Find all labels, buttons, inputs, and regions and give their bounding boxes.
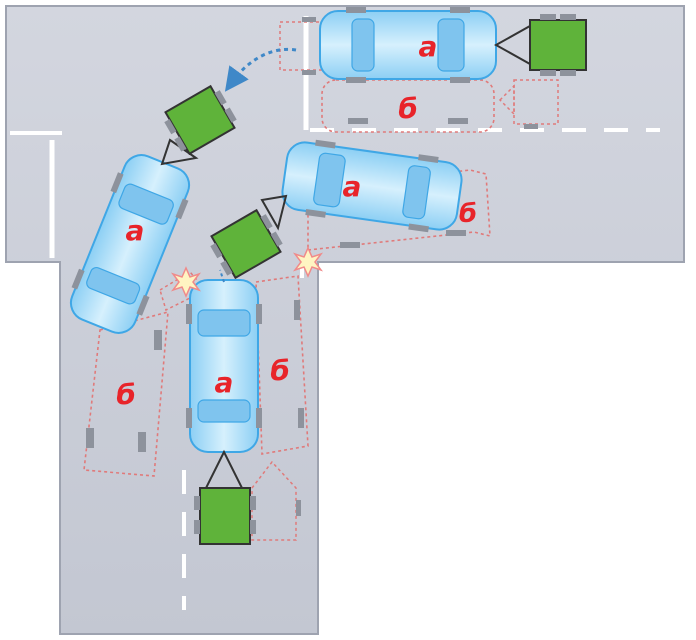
car-label: а (343, 170, 362, 203)
car-left (69, 154, 191, 334)
car-label: а (126, 214, 145, 247)
ghost-car-middle: б (307, 169, 491, 251)
collision-star-icon (292, 246, 324, 278)
ghost-label: б (398, 92, 418, 125)
car-label: а (215, 366, 234, 399)
ghost-label: б (459, 199, 477, 229)
collision-star-icon (170, 266, 202, 298)
road (5, 5, 685, 635)
trailer-top (493, 14, 587, 76)
ghost-label: б (116, 378, 136, 411)
car-middle (281, 139, 463, 233)
small-direction-arrow (219, 269, 225, 283)
trailer-bottom (194, 449, 256, 545)
ghost-label: б (270, 354, 290, 387)
ghost-car-left: б (83, 271, 208, 477)
car-top (319, 7, 497, 83)
ghost-car-bottom: б (251, 275, 309, 541)
trailer-left (160, 84, 237, 166)
trailer-middle (210, 194, 288, 280)
curved-arrow-icon (224, 47, 297, 92)
road-surface (5, 5, 685, 635)
car-label: а (419, 30, 438, 63)
